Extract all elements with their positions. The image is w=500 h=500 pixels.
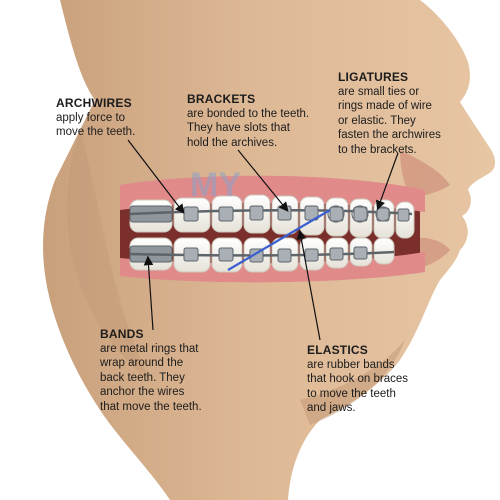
- watermark: MY: [190, 166, 241, 204]
- bands-line: are metal rings that: [100, 342, 199, 355]
- ligatures-line: to the brackets.: [338, 143, 417, 156]
- leader-arrows: [127, 139, 399, 341]
- bands-arrow: [143, 255, 154, 331]
- brackets-title: BRACKETS: [187, 92, 256, 106]
- elastics-line: are rubber bands: [307, 358, 395, 371]
- elastics-line: to move the teeth: [307, 387, 396, 400]
- ligatures-label: LIGATURES are small ties or rings made o…: [338, 70, 456, 157]
- bands-line: that move the teeth.: [100, 400, 202, 413]
- archwires-line: apply force to: [56, 111, 126, 124]
- bands-line: wrap around the: [100, 357, 184, 369]
- ligatures-line: rings made of wire: [338, 100, 432, 112]
- bands-title: BANDS: [100, 327, 144, 341]
- ligatures-line: fasten the archwires: [338, 129, 441, 141]
- brackets-arrow: [237, 149, 289, 212]
- ligatures-title: LIGATURES: [338, 70, 409, 84]
- elastics-arrow: [296, 229, 321, 341]
- archwires-title: ARCHWIRES: [56, 96, 132, 110]
- archwires-line: move the teeth.: [56, 126, 136, 138]
- ligatures-arrow: [375, 152, 399, 211]
- upper-lip: [400, 150, 450, 200]
- bands-line: anchor the wires: [100, 386, 185, 398]
- jaw-shadow: [300, 340, 405, 425]
- elastic-band: [227, 209, 331, 271]
- archwires-arrow: [127, 139, 185, 214]
- bands-label: BANDS are metal rings that wrap around t…: [100, 327, 235, 414]
- ligatures-line: are small ties or: [338, 85, 420, 98]
- brackets-line: are bonded to the teeth.: [187, 107, 310, 120]
- brackets-line: hold the archives.: [187, 136, 278, 149]
- archwires-label: ARCHWIRES apply force to move the teeth.: [56, 96, 176, 140]
- lower-brackets: [183, 246, 368, 263]
- brackets-label: BRACKETS are bonded to the teeth. They h…: [187, 92, 337, 150]
- brackets-line: They have slots that: [187, 122, 290, 134]
- elastics-line: that hook on braces: [307, 373, 409, 385]
- lower-gum: [120, 252, 425, 283]
- elastics-label: ELASTICS are rubber bands that hook on b…: [307, 343, 447, 416]
- ligatures-line: or elastic. They: [338, 114, 416, 127]
- elastics-title: ELASTICS: [307, 343, 368, 357]
- cheek-shadow: [67, 130, 150, 380]
- bands-line: back teeth. They: [100, 371, 185, 384]
- elastics-line: and jaws.: [307, 402, 356, 414]
